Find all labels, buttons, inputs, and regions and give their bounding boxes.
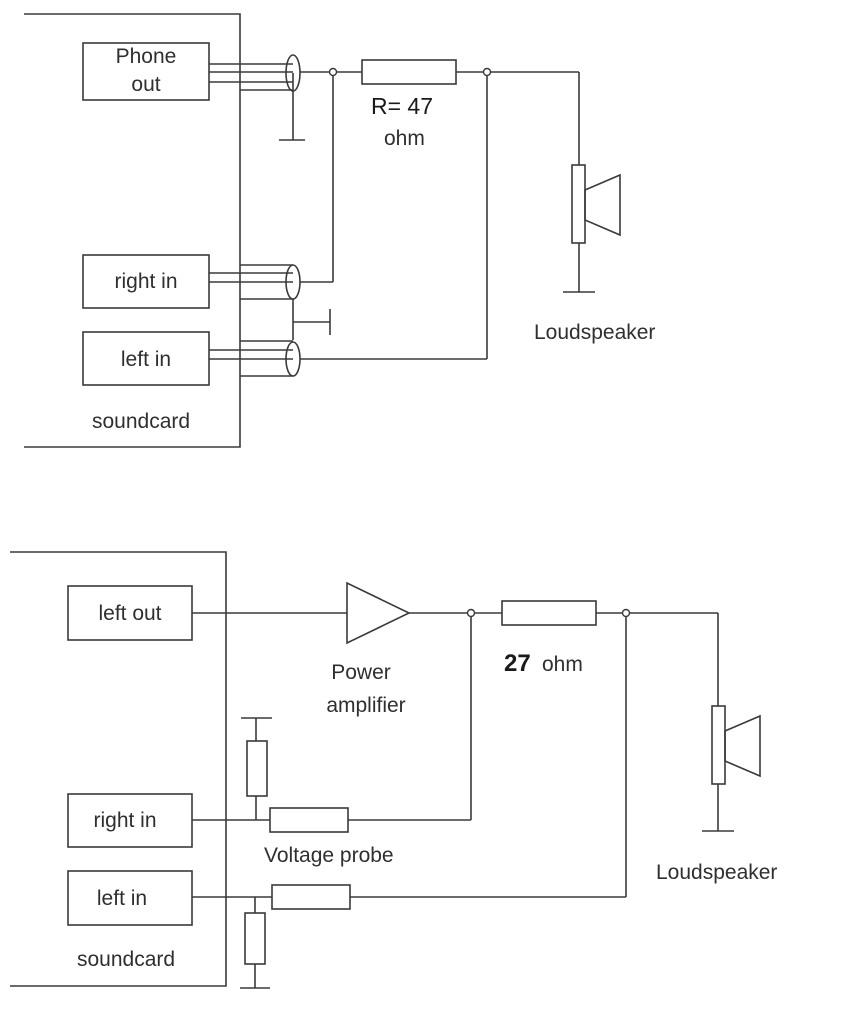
bottom-left-out-label: left out bbox=[98, 602, 161, 625]
top-right-in-box bbox=[82, 254, 210, 309]
top-resistor bbox=[361, 59, 457, 85]
bottom-resistor bbox=[501, 600, 597, 626]
top-right-in-cable bbox=[209, 76, 334, 300]
bottom-circuit: left out right in left in soundcard Powe… bbox=[10, 551, 777, 989]
bottom-resistor-unit: ohm bbox=[542, 653, 583, 676]
top-loudspeaker-icon bbox=[563, 164, 621, 293]
top-resistor-unit: ohm bbox=[384, 127, 425, 150]
right-in-probe-divider bbox=[192, 617, 472, 833]
top-phone-out-label-1: Phone bbox=[116, 45, 177, 68]
power-amplifier-icon bbox=[346, 581, 411, 645]
top-loudspeaker-label: Loudspeaker bbox=[534, 321, 655, 344]
top-left-in-label: left in bbox=[121, 348, 171, 371]
top-left-in-box bbox=[82, 331, 210, 386]
top-circuit: Phone out right in left in soundcard R= … bbox=[24, 13, 655, 448]
bottom-soundcard-label: soundcard bbox=[77, 948, 175, 971]
bottom-soundcard-outline bbox=[10, 551, 227, 987]
bottom-right-in-box bbox=[67, 793, 193, 848]
top-node-2 bbox=[482, 67, 492, 77]
top-left-in-cable bbox=[209, 76, 488, 377]
bottom-right-in-label: right in bbox=[93, 809, 156, 832]
top-phone-out-cable bbox=[209, 54, 333, 141]
bottom-loudspeaker-label: Loudspeaker bbox=[656, 861, 777, 884]
voltage-probe-label: Voltage probe bbox=[264, 844, 394, 867]
bottom-left-in-label: left in bbox=[97, 887, 147, 910]
top-soundcard-outline bbox=[24, 13, 241, 448]
top-resistor-value: R= 47 bbox=[371, 93, 433, 119]
bottom-left-in-box bbox=[67, 870, 193, 926]
left-in-probe-divider bbox=[192, 617, 627, 989]
bottom-node-2 bbox=[621, 608, 631, 618]
top-phone-out-label-2: out bbox=[131, 73, 160, 96]
bottom-node-1 bbox=[466, 608, 476, 618]
top-soundcard-label: soundcard bbox=[92, 410, 190, 433]
top-right-in-label: right in bbox=[114, 270, 177, 293]
bottom-amp-label-1: Power bbox=[331, 661, 391, 684]
bottom-amp-label-2: amplifier bbox=[326, 694, 405, 717]
top-node-1 bbox=[328, 67, 338, 77]
bottom-resistor-value: 27 bbox=[504, 650, 531, 677]
bottom-loudspeaker-icon bbox=[702, 705, 761, 832]
